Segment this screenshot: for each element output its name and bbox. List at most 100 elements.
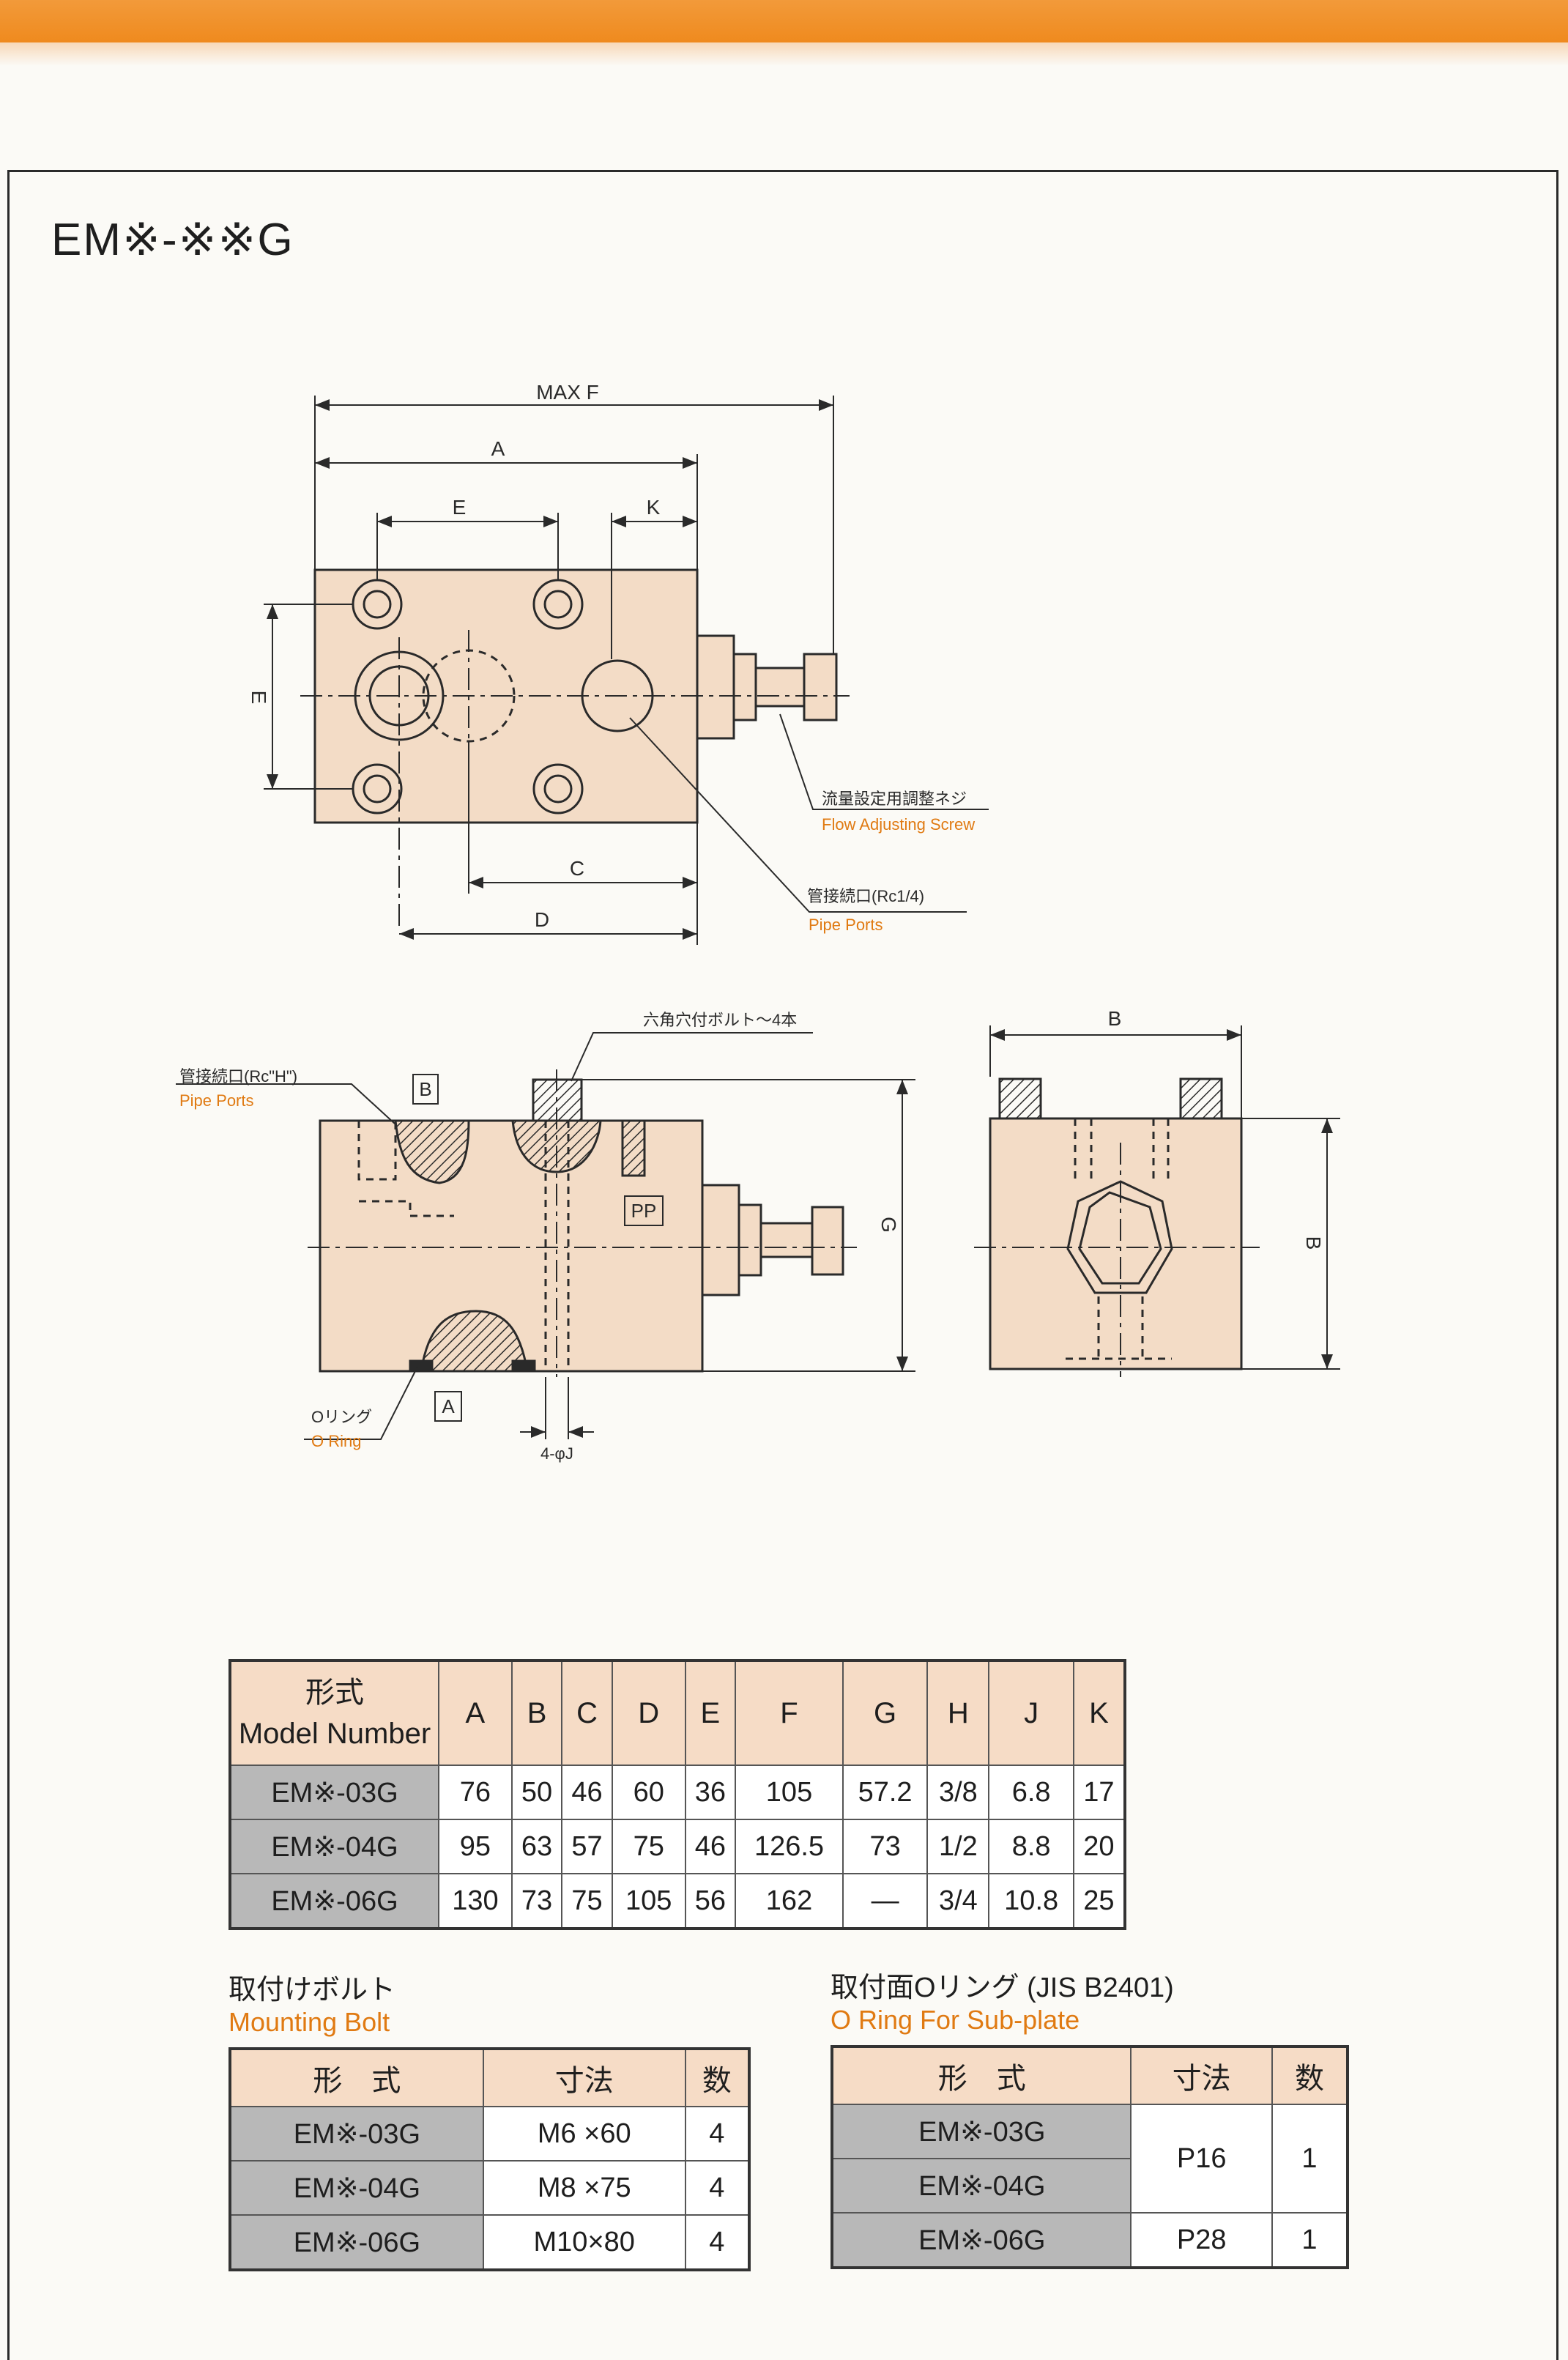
flow-screw-label-en: Flow Adjusting Screw bbox=[822, 815, 976, 834]
value-cell: 56 bbox=[684, 1873, 737, 1929]
top-band-fade bbox=[0, 42, 1568, 66]
qty-cell: 4 bbox=[684, 2214, 751, 2271]
size-cell: P16 bbox=[1130, 2104, 1273, 2214]
dim-j-label: 4-φJ bbox=[540, 1444, 573, 1463]
mounting-bolt-header: 形 式 寸法 数 bbox=[229, 2048, 751, 2107]
value-cell: 105 bbox=[735, 1765, 844, 1820]
pipe-port-rch-label-jp: 管接続口(Rc"H") bbox=[179, 1067, 298, 1086]
dim-b-side: B bbox=[1302, 1236, 1325, 1250]
value-cell: 25 bbox=[1072, 1873, 1126, 1929]
value-cell: — bbox=[841, 1873, 929, 1929]
top-color-band bbox=[0, 0, 1568, 42]
value-cell: 1/2 bbox=[926, 1819, 990, 1874]
oring-table: 形 式 寸法 数 EM※-03G P16 1 EM※-04G EM※-06G P… bbox=[831, 2045, 1349, 2269]
oring-label-en: O Ring bbox=[311, 1432, 362, 1450]
pipe-port-rc14-label-jp: 管接続口(Rc1/4) bbox=[807, 887, 925, 905]
dimension-letters: MAX F A E K E C D B G B bbox=[248, 381, 1325, 1250]
col-h: H bbox=[926, 1660, 990, 1766]
table-row: EM※-03G 76 50 46 60 36 105 57.2 3/8 6.8 … bbox=[229, 1765, 1126, 1820]
value-cell: 73 bbox=[841, 1819, 929, 1874]
table-row: EM※-04G bbox=[831, 2158, 1348, 2214]
model-cell: EM※-03G bbox=[229, 1765, 439, 1820]
top-view bbox=[264, 396, 989, 945]
port-a-tag: A bbox=[442, 1395, 455, 1417]
col-b: B bbox=[510, 1660, 563, 1766]
pipe-port-rch-label-en: Pipe Ports bbox=[179, 1091, 254, 1110]
value-cell: 105 bbox=[611, 1873, 686, 1929]
header-qty: 数 bbox=[684, 2048, 751, 2107]
header-size: 寸法 bbox=[482, 2048, 686, 2107]
value-cell: 126.5 bbox=[735, 1819, 844, 1874]
model-cell: EM※-03G bbox=[229, 2106, 484, 2162]
port-b-tag: B bbox=[419, 1078, 431, 1100]
size-cell: M10×80 bbox=[482, 2214, 686, 2271]
value-cell: 57 bbox=[561, 1819, 613, 1874]
model-cell: EM※-06G bbox=[831, 2212, 1132, 2268]
dimension-table-header: 形式 Model Number A B C D E F G H J K bbox=[229, 1660, 1126, 1766]
value-cell: 57.2 bbox=[841, 1765, 929, 1820]
header-size: 寸法 bbox=[1130, 2046, 1273, 2105]
value-cell: 50 bbox=[510, 1765, 563, 1820]
model-cell: EM※-04G bbox=[229, 2160, 484, 2216]
front-view bbox=[176, 1032, 915, 1440]
value-cell: 75 bbox=[561, 1873, 613, 1929]
dim-c: C bbox=[570, 857, 584, 880]
col-j: J bbox=[988, 1660, 1074, 1766]
dim-d: D bbox=[535, 908, 549, 931]
value-cell: 3/8 bbox=[926, 1765, 990, 1820]
side-view bbox=[974, 1025, 1340, 1377]
value-cell: 162 bbox=[735, 1873, 844, 1929]
value-cell: 17 bbox=[1072, 1765, 1126, 1820]
size-cell: P28 bbox=[1130, 2212, 1273, 2268]
mounting-bolt-title-jp: 取付けボルト bbox=[228, 1975, 396, 2005]
pipe-port-rc14-label-en: Pipe Ports bbox=[809, 916, 883, 934]
oring-title-jp: 取付面Oリング (JIS B2401) bbox=[831, 1973, 1174, 2003]
port-pp-tag: PP bbox=[631, 1200, 657, 1222]
mounting-bolt-table: 形 式 寸法 数 EM※-03G M6 ×60 4 EM※-04G M8 ×75… bbox=[228, 2047, 751, 2271]
value-cell: 46 bbox=[561, 1765, 613, 1820]
dim-k: K bbox=[647, 496, 661, 519]
col-a: A bbox=[438, 1660, 513, 1766]
value-cell: 6.8 bbox=[988, 1765, 1074, 1820]
oring-title-en: O Ring For Sub-plate bbox=[831, 2005, 1080, 2035]
value-cell: 63 bbox=[510, 1819, 563, 1874]
model-cell: EM※-04G bbox=[229, 1819, 439, 1874]
value-cell: 10.8 bbox=[988, 1873, 1074, 1929]
value-cell: 130 bbox=[438, 1873, 513, 1929]
value-cell: 20 bbox=[1072, 1819, 1126, 1874]
value-cell: 36 bbox=[684, 1765, 737, 1820]
value-cell: 46 bbox=[684, 1819, 737, 1874]
dim-e-top: E bbox=[453, 496, 467, 519]
flow-screw-label-jp: 流量設定用調整ネジ bbox=[822, 790, 967, 808]
port-tags: B PP A bbox=[412, 1074, 664, 1422]
model-cell: EM※-06G bbox=[229, 1873, 439, 1929]
hex-bolt-label-jp: 六角穴付ボルト～4本 bbox=[643, 1011, 798, 1029]
value-cell: 73 bbox=[510, 1873, 563, 1929]
dim-b-top: B bbox=[1108, 1007, 1122, 1030]
qty-cell: 4 bbox=[684, 2160, 751, 2216]
table-row: EM※-06G P28 1 bbox=[831, 2212, 1349, 2268]
header-model: 形式 Model Number bbox=[229, 1660, 439, 1766]
qty-cell: 1 bbox=[1271, 2212, 1349, 2268]
size-cell: M6 ×60 bbox=[482, 2106, 686, 2162]
table-row: EM※-04G 95 63 57 75 46 126.5 73 1/2 8.8 … bbox=[229, 1819, 1126, 1874]
dim-max-f: MAX F bbox=[536, 381, 599, 404]
dimension-table: 形式 Model Number A B C D E F G H J K EM※-… bbox=[228, 1659, 1126, 1930]
table-row: EM※-04G M8 ×75 4 bbox=[229, 2160, 751, 2216]
header-model: 形 式 bbox=[831, 2046, 1132, 2105]
dim-g: G bbox=[877, 1217, 900, 1233]
table-row: EM※-03G P16 1 bbox=[831, 2104, 1349, 2214]
col-k: K bbox=[1072, 1660, 1126, 1766]
col-d: D bbox=[611, 1660, 686, 1766]
table-row: EM※-03G M6 ×60 4 bbox=[229, 2106, 751, 2162]
page-frame bbox=[7, 170, 1558, 2360]
oring-header: 形 式 寸法 数 bbox=[831, 2046, 1349, 2105]
header-model: 形 式 bbox=[229, 2048, 484, 2107]
model-cell: EM※-06G bbox=[229, 2214, 484, 2271]
value-cell: 75 bbox=[611, 1819, 686, 1874]
col-g: G bbox=[841, 1660, 929, 1766]
qty-cell: 1 bbox=[1271, 2104, 1349, 2214]
model-cell: EM※-03G bbox=[831, 2104, 1132, 2159]
value-cell: 8.8 bbox=[988, 1819, 1074, 1874]
value-cell: 95 bbox=[438, 1819, 513, 1874]
